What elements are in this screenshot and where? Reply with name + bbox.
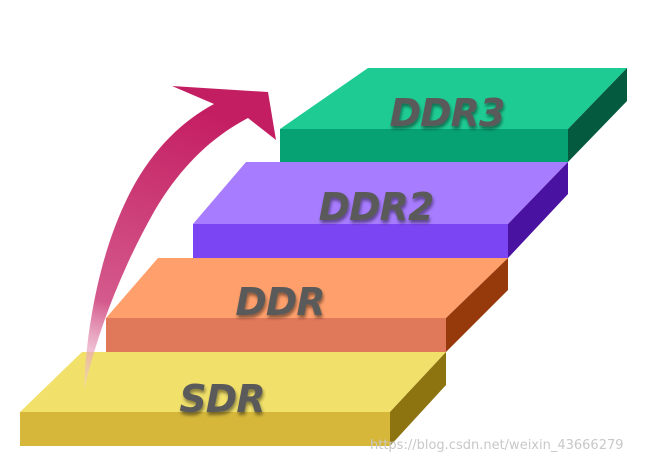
step-sdr-label: SDR bbox=[179, 377, 264, 421]
step-ddr3-label: DDR3 bbox=[390, 91, 505, 135]
step-ddr2: DDR2 bbox=[193, 162, 568, 258]
step-ddr2-top bbox=[193, 162, 568, 224]
step-ddr-front bbox=[106, 318, 446, 352]
step-sdr: SDR bbox=[20, 352, 446, 446]
step-ddr-top bbox=[106, 258, 508, 318]
step-ddr2-side bbox=[508, 162, 568, 258]
step-ddr3-top bbox=[280, 68, 627, 129]
step-ddr-side bbox=[446, 258, 508, 352]
step-ddr3-side bbox=[568, 68, 627, 162]
step-sdr-front bbox=[20, 412, 390, 446]
watermark-text: https://blog.csdn.net/weixin_43666279 bbox=[370, 438, 624, 453]
step-ddr3-front bbox=[280, 129, 568, 162]
step-ddr-label: DDR bbox=[235, 280, 324, 324]
step-sdr-side bbox=[390, 352, 446, 446]
upward-arrow-icon bbox=[84, 86, 276, 390]
step-ddr: DDR bbox=[106, 258, 508, 352]
step-sdr-top bbox=[20, 352, 446, 412]
step-ddr2-front bbox=[193, 224, 508, 258]
step-ddr3: DDR3 bbox=[280, 68, 627, 162]
step-ddr2-label: DDR2 bbox=[319, 185, 434, 229]
